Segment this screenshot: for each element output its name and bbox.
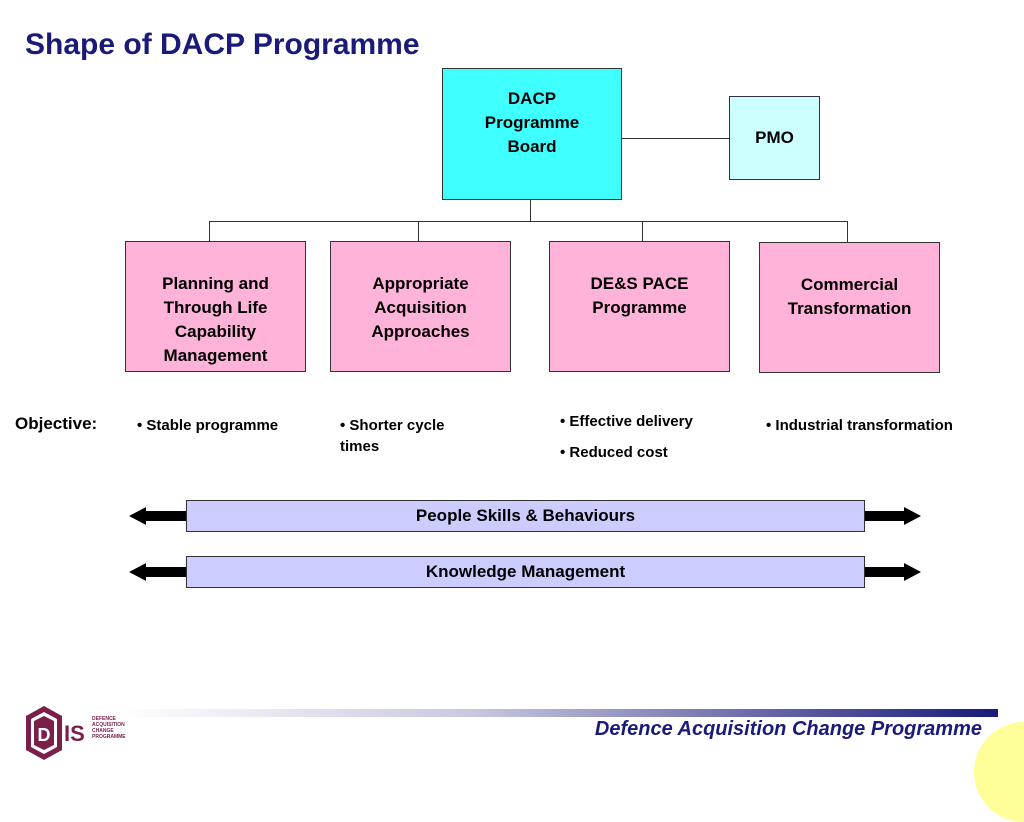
workstream-box-acquisition: Appropriate Acquisition Approaches [330, 241, 511, 372]
workstream-label: Commercial Transformation [787, 275, 912, 318]
band-arrow-left-head [129, 563, 146, 581]
board-pmo-connector [622, 138, 729, 139]
band-arrow-right-head [904, 507, 921, 525]
band-arrow-right-head [904, 563, 921, 581]
band-label: People Skills & Behaviours [415, 506, 636, 525]
horizontal-bus-connector [209, 221, 847, 222]
workstream-label: Planning and Through Life Capability Man… [162, 274, 269, 365]
drop-connector-2 [418, 221, 419, 241]
workstream-box-commercial: Commercial Transformation [759, 242, 940, 373]
objective-bullet: • Stable programme [137, 417, 279, 434]
svg-text:IS: IS [64, 721, 85, 746]
footer-title: Defence Acquisition Change Programme [594, 718, 982, 740]
people-skills-band: People Skills & Behaviours [186, 500, 865, 532]
dis-logo: D IS [26, 706, 85, 760]
drop-connector-1 [209, 221, 210, 241]
programme-board-box: DACP Programme Board [442, 68, 622, 200]
band-arrow-left-shaft [146, 511, 186, 521]
drop-connector-3 [642, 221, 643, 241]
workstream-box-planning: Planning and Through Life Capability Man… [125, 241, 306, 372]
board-down-connector [530, 200, 531, 221]
page-title: Shape of DACP Programme [25, 28, 420, 61]
band-label: Knowledge Management [425, 562, 626, 581]
pmo-label: PMO [755, 128, 794, 147]
objective-bullet: • Reduced cost [560, 444, 668, 461]
objective-label: Objective: [15, 414, 98, 433]
drop-connector-4 [847, 221, 848, 242]
workstream-box-pace: DE&S PACE Programme [549, 241, 730, 372]
workstream-label: DE&S PACE Programme [590, 274, 689, 317]
pmo-box: PMO [729, 96, 820, 180]
programme-board-label: DACP Programme Board [484, 89, 580, 156]
objective-bullet: • Industrial transformation [766, 417, 953, 434]
knowledge-management-band: Knowledge Management [186, 556, 865, 588]
band-arrow-left-head [129, 507, 146, 525]
objective-bullet: • Effective delivery [560, 413, 693, 430]
workstream-label: Appropriate Acquisition Approaches [371, 274, 470, 341]
band-arrow-right-shaft [865, 567, 905, 577]
objective-bullet: • Shorter cycle times [340, 417, 445, 455]
band-arrow-right-shaft [865, 511, 905, 521]
band-arrow-left-shaft [146, 567, 186, 577]
footer-rule [120, 709, 998, 717]
svg-text:D: D [38, 725, 51, 745]
